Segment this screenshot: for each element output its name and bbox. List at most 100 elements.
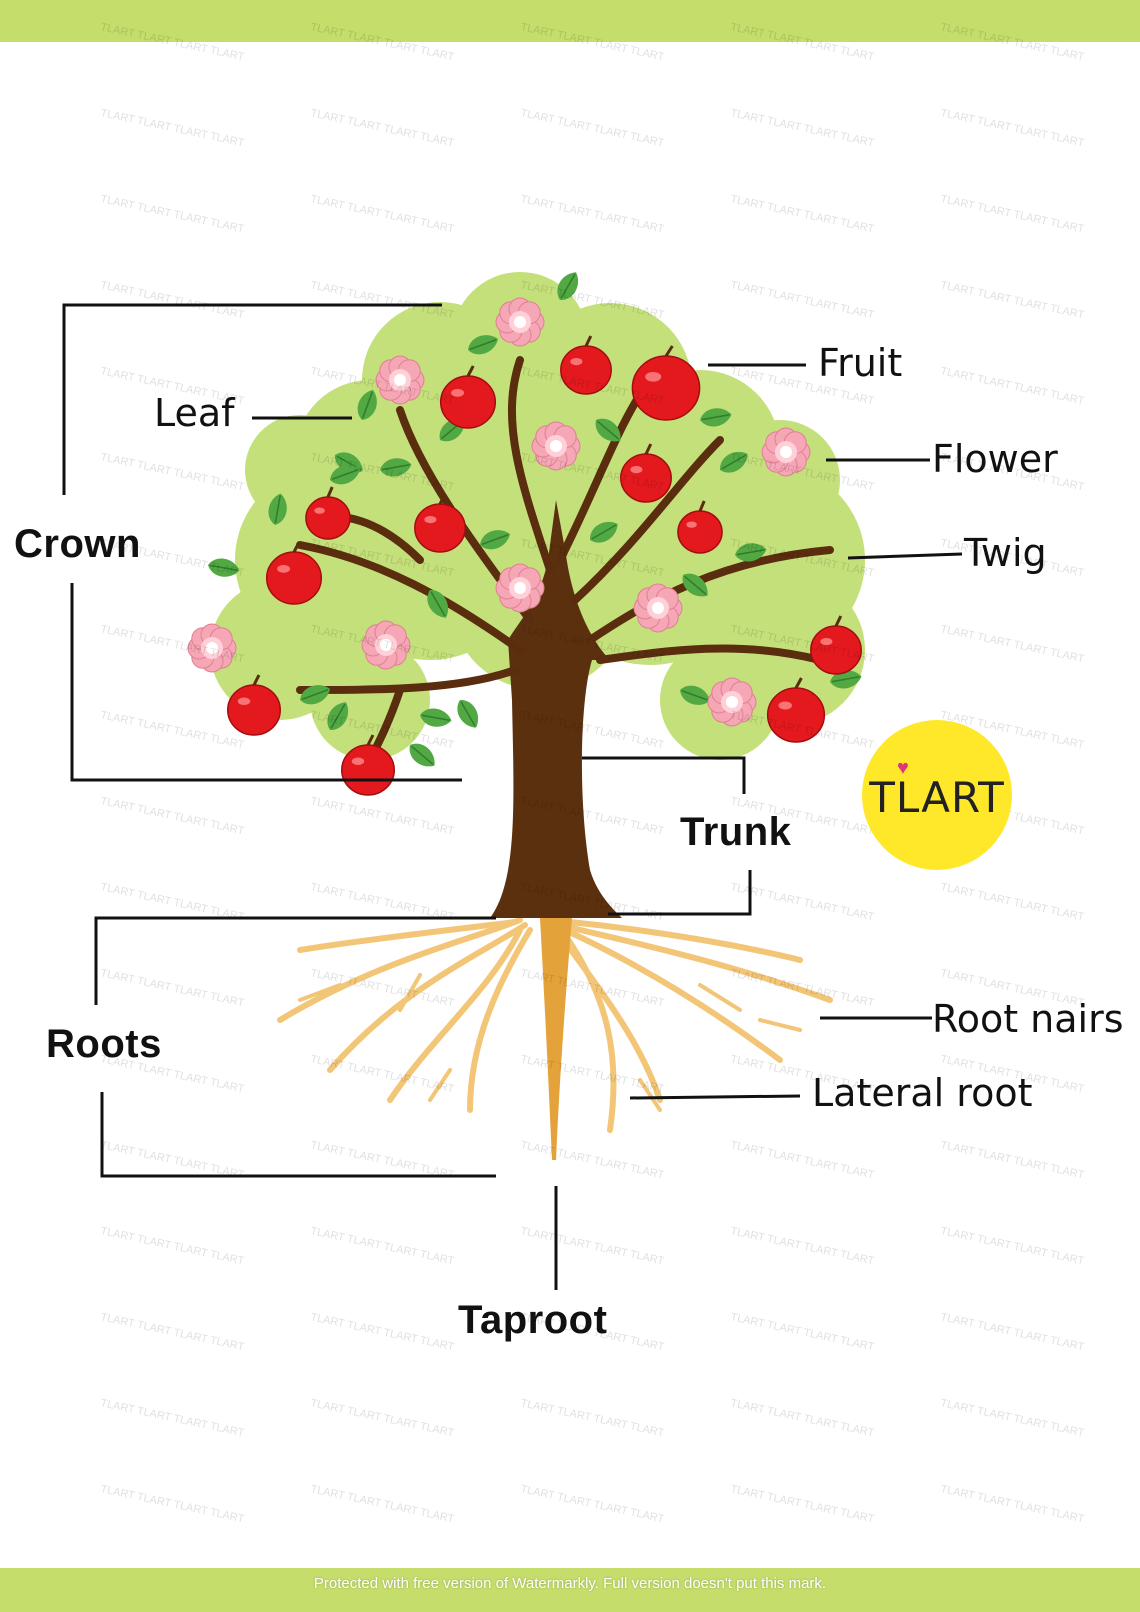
flower-core [726,696,738,708]
watermark-text: TLART TLART TLART TLART [729,1139,875,1181]
watermark-text: TLART TLART TLART TLART [309,107,455,149]
roots-illustration [277,917,833,1160]
watermark-text: TLART TLART TLART TLART [309,1225,455,1267]
apple-stem [834,615,843,627]
apple-stem [466,365,475,377]
watermark-text: TLART TLART TLART TLART [939,1483,1085,1525]
watermark-text: TLART TLART TLART TLART [519,21,665,63]
apple-body [305,496,351,540]
watermark-text: TLART TLART TLART TLART [99,1483,245,1525]
watermark-text: TLART TLART TLART TLART [939,1311,1085,1353]
apple-stem [794,677,803,689]
watermark-text: TLART TLART TLART TLART [99,967,245,1009]
apple-body [341,744,395,796]
apple-stem [252,674,261,686]
flower [707,677,757,727]
flower [761,427,811,477]
watermark-text: TLART TLART TLART TLART [309,1483,455,1525]
flower-label: Flower [932,437,1058,481]
watermark-text: TLART TLART TLART TLART [939,881,1085,923]
watermark-text: TLART TLART TLART TLART [939,107,1085,149]
tlart-logo: TLART [862,720,1012,870]
apple-body [227,684,281,736]
flower [375,355,425,405]
lateral-root [567,919,803,963]
crown-bracket-top [62,303,442,495]
apple-highlight [686,521,697,528]
apple-highlight [314,507,325,514]
watermark-text: TLART TLART TLART TLART [729,1311,875,1353]
flower-core [780,446,792,458]
watermark-text: TLART TLART TLART TLART [99,279,245,321]
apple-highlight [424,516,437,524]
apple-stem [664,345,674,357]
trunk-label: Trunk [680,810,792,854]
logo-text: TLART [869,772,1005,822]
twig-leader [847,552,963,560]
branch [296,541,524,654]
watermark-text: TLART TLART TLART TLART [309,21,455,63]
apple-highlight [630,466,643,474]
lateral-root [387,927,523,1103]
lateral-root-label: Lateral root [812,1071,1033,1115]
watermark-text: TLART TLART TLART TLART [729,1397,875,1439]
flower-core [514,582,526,594]
lateral-root [327,922,528,1073]
flower [187,623,237,673]
watermark-text: TLART TLART TLART TLART [729,193,875,235]
apple [265,541,323,605]
watermark-text: TLART TLART TLART TLART [939,1397,1085,1439]
bottom-band: Protected with free version of Watermark… [0,1568,1140,1612]
leaf [451,694,485,733]
apple-highlight [277,565,291,573]
apple [766,677,826,743]
lateral-root [297,919,518,953]
apple-highlight [570,358,583,366]
root-hair [298,983,342,1002]
watermark-text: TLART TLART TLART TLART [729,967,875,1009]
crown-bracket-bottom [70,583,462,782]
lateral-root [562,927,783,1063]
watermark-text: TLART TLART TLART TLART [99,1397,245,1439]
apple-highlight [645,372,662,382]
watermark-text: TLART TLART TLART TLART [99,107,245,149]
branch [507,356,554,574]
watermark-text: TLART TLART TLART TLART [519,1397,665,1439]
watermark-text: TLART TLART TLART TLART [939,1225,1085,1267]
watermark-text: TLART TLART TLART TLART [939,365,1085,407]
fruit-label: Fruit [818,341,903,385]
top-band [0,0,1140,42]
leaf-label: Leaf [154,391,235,435]
flower [495,563,545,613]
apple-stem [326,486,334,498]
watermark-text: TLART TLART TLART TLART [729,1225,875,1267]
watermark-text: TLART TLART TLART TLART [99,709,245,751]
branch [596,644,824,664]
leader-lines [62,303,963,1290]
watermark-text: TLART TLART TLART TLART [519,193,665,235]
apple [305,486,351,540]
watermark-text: TLART TLART TLART TLART [309,279,455,321]
apple-stem [584,335,593,347]
apple-body [631,355,701,421]
flower [495,297,545,347]
flower-core [652,602,664,614]
apple [560,335,612,395]
watermark-text: TLART TLART TLART TLART [519,1139,665,1181]
apple [631,345,701,421]
watermark-text: TLART TLART TLART TLART [309,1397,455,1439]
root-hair [758,1018,802,1032]
lateral-root [562,932,617,1133]
twig-label: Twig [964,531,1047,575]
heart-icon: ♥ [897,757,909,779]
flower-core [394,374,406,386]
apple-stem [698,500,706,512]
watermark-text: TLART TLART TLART TLART [309,1311,455,1353]
trunk-bracket-top [582,756,746,794]
root-hair [428,1068,452,1102]
flower [531,421,581,471]
watermark-text: TLART TLART TLART TLART [99,451,245,493]
watermark-text: TLART TLART TLART TLART [939,1139,1085,1181]
watermark-text: TLART TLART TLART TLART [729,279,875,321]
